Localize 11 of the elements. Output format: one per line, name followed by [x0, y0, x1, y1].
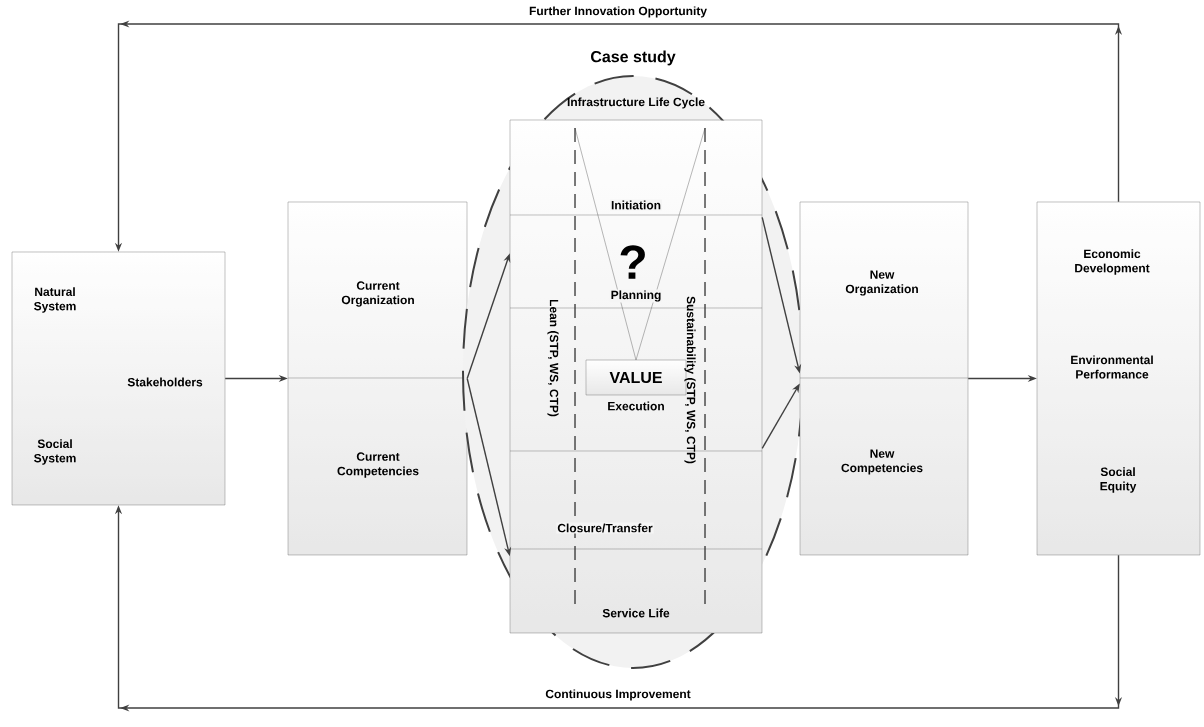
node-label: Case study: [590, 50, 676, 66]
system-box: Natural System Stakeholders Social System: [11, 251, 226, 506]
organization-box: New Organization New Competencies: [799, 201, 969, 556]
outcome-box: Economic Development Environmental Performance Social Equity: [1036, 201, 1201, 556]
edge-label: Further Innovation Opportunity: [527, 4, 709, 20]
edge-label: Continuous Improvement: [543, 687, 693, 703]
question-mark: ?: [620, 245, 645, 279]
node-label: Infrastructure Life Cycle: [567, 97, 705, 109]
rotated-label: Sustainability (STP, WS, CTP): [684, 296, 696, 464]
organization-box: Current Organization Current Competencies: [287, 201, 468, 556]
rotated-label: Lean (STP, WS, CTP): [547, 299, 559, 417]
